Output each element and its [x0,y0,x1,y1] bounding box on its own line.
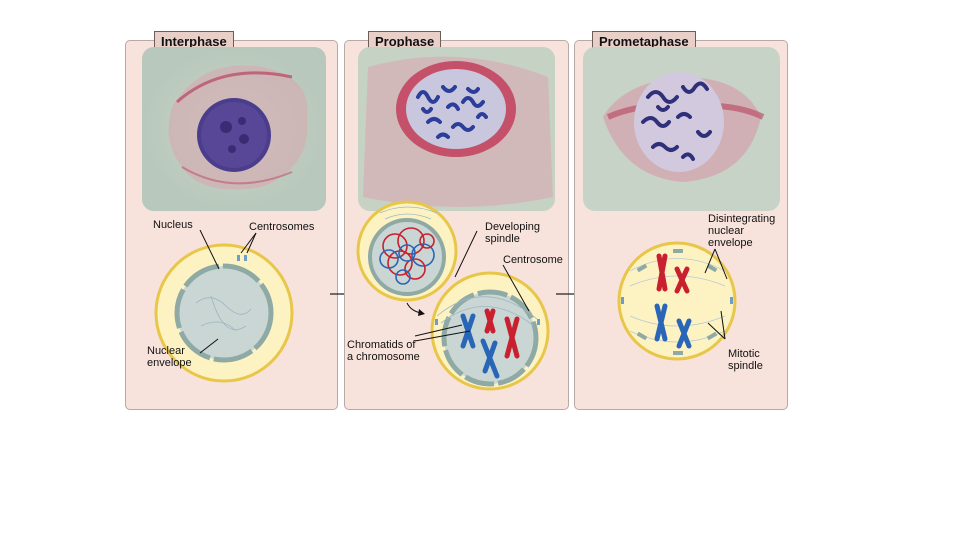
mitotic-spindle-label-1: Mitotic [728,348,760,360]
prometaphase-micrograph [583,47,780,211]
nuclear-envelope-label-1: Nuclear [147,345,185,357]
developing-spindle-label-1: Developing [485,221,541,233]
interphase-micrograph [142,47,326,211]
prophase-panel: Prophase [344,31,569,410]
developing-spindle-label-2: spindle [485,233,520,245]
prophase-micrograph [358,47,555,211]
interphase-panel: Interphase Nucleus [125,31,338,410]
centrosomes-label: Centrosomes [249,221,315,233]
mitotic-spindle-label-2: spindle [728,360,763,372]
prometaphase-diagram [617,241,737,361]
nucleus-label: Nucleus [153,219,193,231]
chromatids-label-1: Chromatids of [347,339,416,351]
disintegrating-label-3: envelope [708,237,753,249]
centrosome-label: Centrosome [503,254,563,266]
prophase-diagram [356,200,550,391]
chromatids-label-2: a chromosome [347,351,420,363]
nuclear-envelope-label-2: envelope [147,357,192,369]
prometaphase-panel: Prometaphase [574,31,788,410]
disintegrating-label-2: nuclear [708,225,745,237]
disintegrating-label-1: Disintegrating [708,213,776,225]
interphase-diagram [154,229,294,383]
